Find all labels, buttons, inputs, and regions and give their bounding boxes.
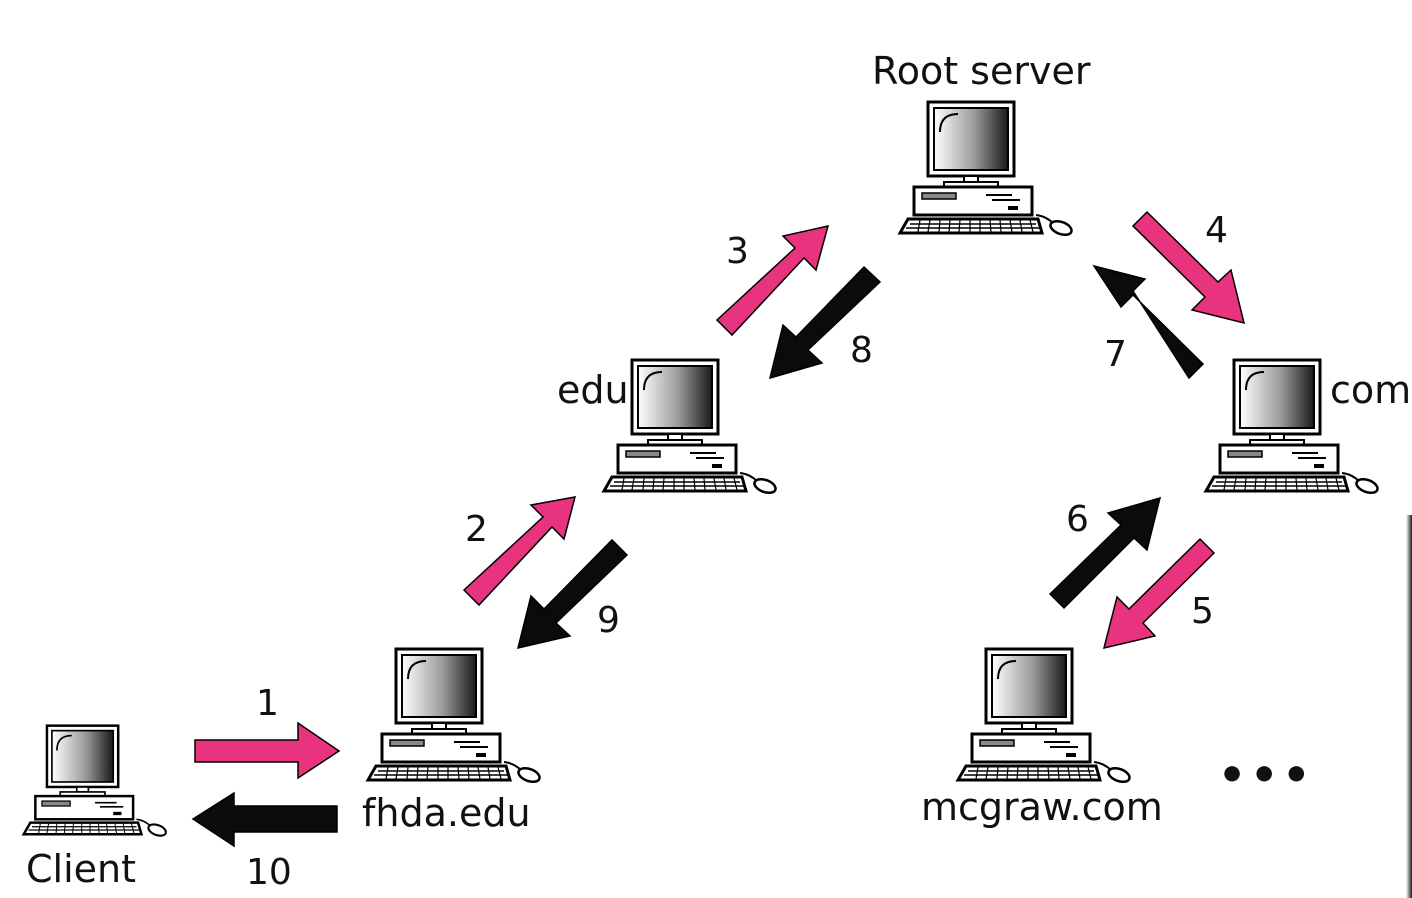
arrow-step-8 — [768, 265, 882, 380]
mcgraw-server-label: mcgraw.com — [921, 785, 1163, 829]
step-label-8: 8 — [850, 330, 873, 371]
arrow-step-10 — [191, 791, 338, 848]
step-label-5: 5 — [1191, 591, 1214, 632]
com-server-label: com — [1330, 368, 1412, 412]
arrow-step-1 — [194, 721, 341, 780]
step-label-3: 3 — [726, 231, 749, 272]
client-label: Client — [26, 847, 137, 891]
fhda-server-computer-icon — [366, 647, 543, 786]
client-computer-icon — [22, 724, 169, 840]
step-label-7: 7 — [1104, 334, 1127, 375]
arrow-step-4 — [1131, 210, 1246, 325]
step-label-1: 1 — [256, 683, 279, 724]
arrow-step-5 — [1102, 537, 1216, 650]
step-label-6: 6 — [1066, 499, 1089, 540]
step-label-9: 9 — [597, 600, 620, 641]
mcgraw-server-computer-icon — [956, 647, 1133, 786]
root-server-label: Root server — [872, 49, 1091, 93]
arrow-step-9 — [516, 538, 629, 650]
arrow-step-7 — [1092, 264, 1205, 380]
arrow-step-2 — [462, 496, 577, 607]
edu-server-computer-icon — [602, 358, 779, 497]
edge-shadow — [1406, 515, 1412, 898]
arrow-step-3 — [715, 224, 830, 337]
step-label-4: 4 — [1205, 210, 1228, 251]
fhda-server-label: fhda.edu — [362, 791, 531, 835]
more-servers-ellipsis: ••• — [1218, 750, 1315, 801]
step-label-10: 10 — [246, 852, 292, 893]
root-server-computer-icon — [898, 100, 1075, 239]
step-label-2: 2 — [465, 509, 488, 550]
edu-server-label: edu — [557, 368, 629, 412]
arrow-step-6 — [1048, 496, 1162, 610]
